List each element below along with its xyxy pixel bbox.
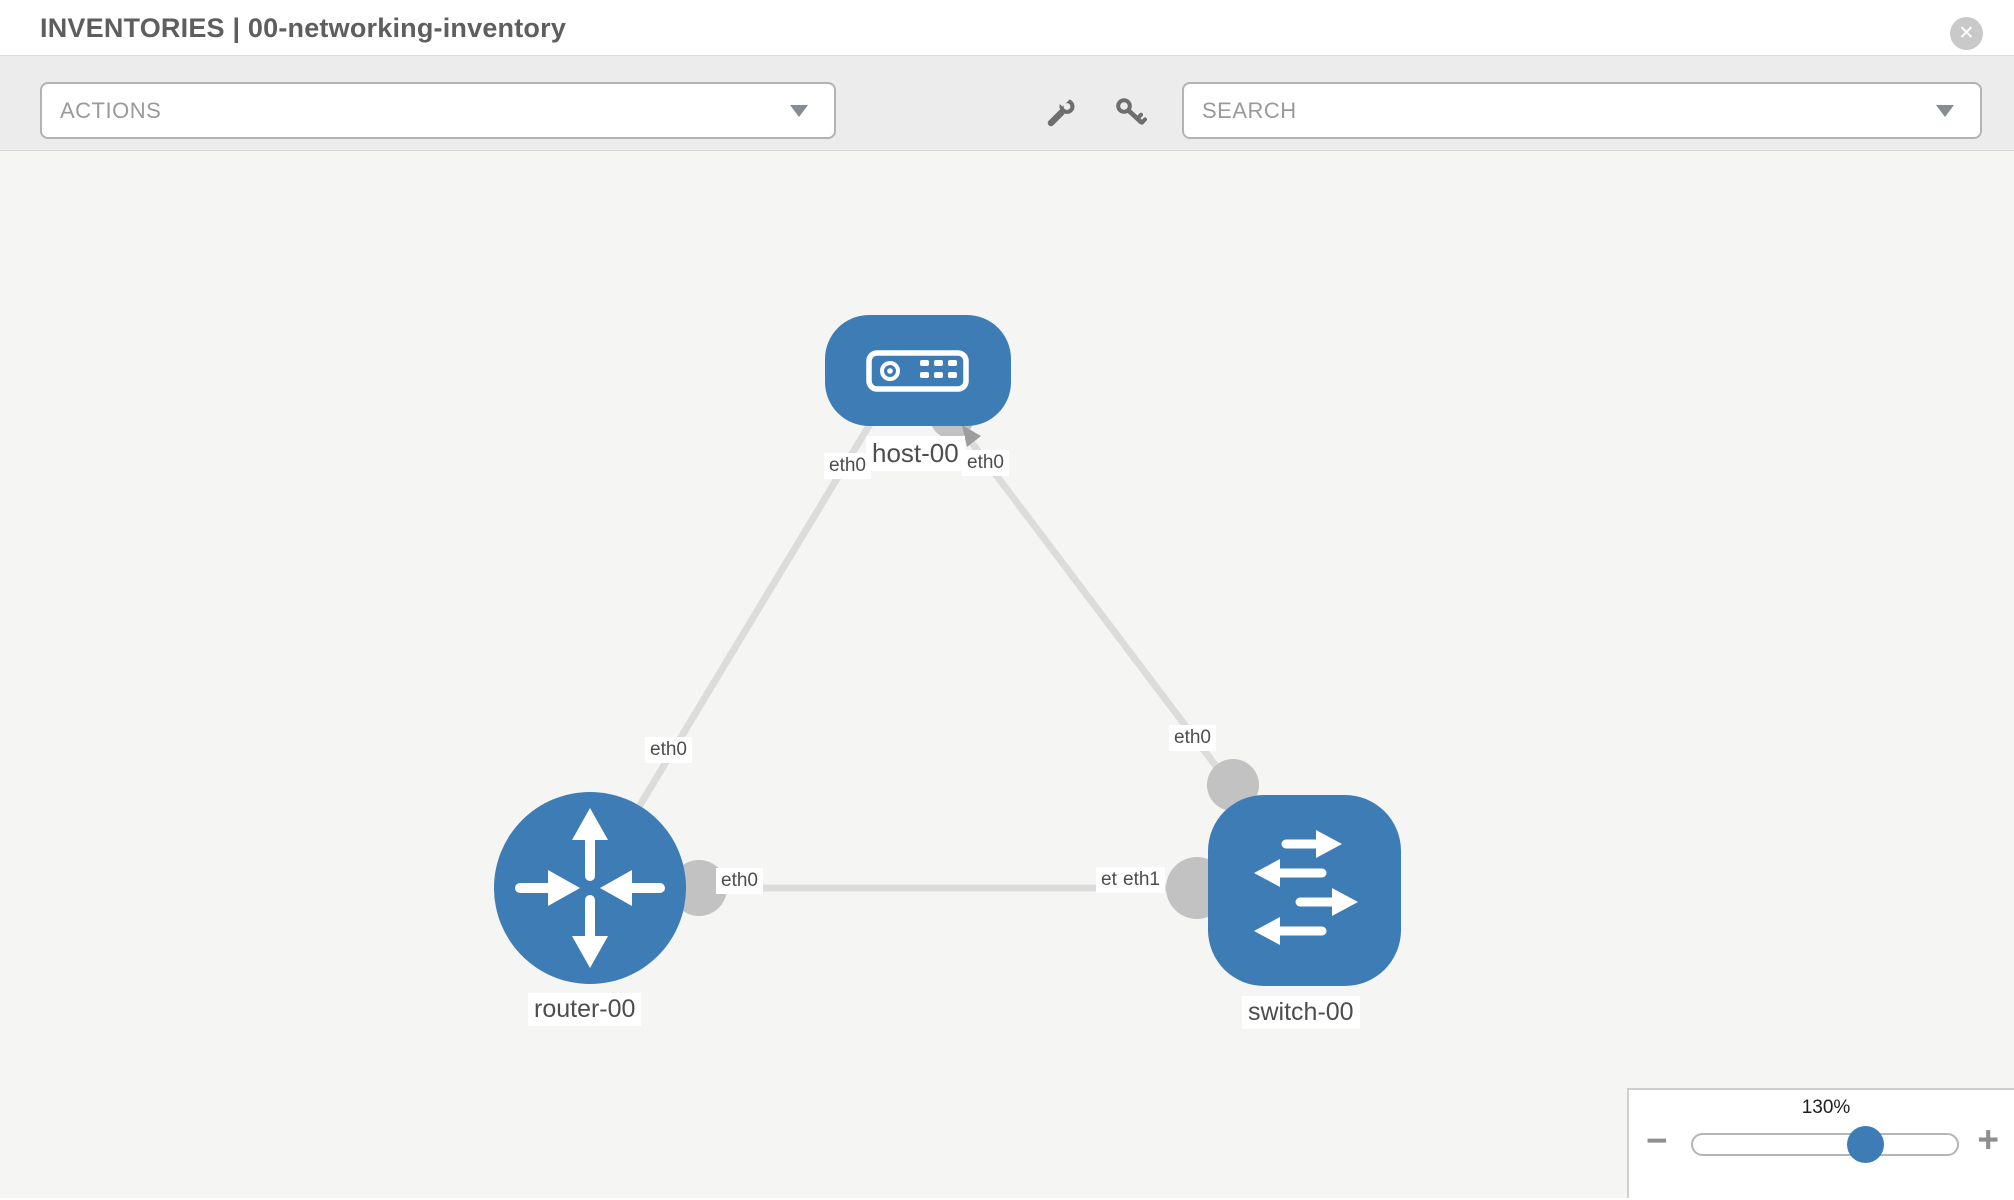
zoom-out-button[interactable]: − <box>1646 1120 1668 1161</box>
node-router-00[interactable] <box>494 792 686 984</box>
toolbar: ACTIONS SEARCH <box>0 56 2014 151</box>
chevron-down-icon <box>1936 105 1954 117</box>
server-icon <box>866 350 969 392</box>
zoom-in-button[interactable]: + <box>1977 1119 1999 1160</box>
link-direction-arrow <box>962 425 981 447</box>
page-title: INVENTORIES | 00-networking-inventory <box>40 13 567 43</box>
actions-dropdown-label: ACTIONS <box>60 98 162 123</box>
zoom-panel: 130% − + <box>1627 1088 2014 1198</box>
switch-icon <box>1254 830 1358 945</box>
node-label-host-00: host-00 <box>866 436 965 471</box>
port-router-eth0 <box>671 860 727 916</box>
topology-svg <box>494 315 1401 986</box>
node-label-router-00: router-00 <box>528 993 642 1026</box>
iface-label-router-eth0-top: eth0 <box>645 737 692 763</box>
node-label-switch-00: switch-00 <box>1242 996 1360 1029</box>
node-host-00[interactable] <box>825 315 1011 426</box>
search-dropdown-label: SEARCH <box>1202 98 1297 123</box>
wrench-icon[interactable] <box>1044 96 1078 130</box>
actions-dropdown[interactable]: ACTIONS <box>40 82 836 139</box>
close-icon: ✕ <box>1958 23 1975 44</box>
close-button[interactable]: ✕ <box>1950 17 1983 50</box>
iface-label-host-eth0-left: eth0 <box>824 453 871 479</box>
iface-label-switch-eth0-top: eth0 <box>1169 725 1216 751</box>
window-header: INVENTORIES | 00-networking-inventory ✕ <box>0 0 2014 56</box>
zoom-level: 130% <box>1801 1097 1851 1118</box>
zoom-slider-thumb[interactable] <box>1847 1126 1884 1163</box>
topology-canvas[interactable]: host-00 router-00 switch-00 eth0 eth0 et… <box>0 151 2014 1198</box>
router-icon <box>515 808 665 968</box>
iface-label-switch-eth1: eth1 <box>1118 867 1165 893</box>
node-switch-00[interactable] <box>1208 795 1401 986</box>
chevron-down-icon <box>790 105 808 117</box>
zoom-slider[interactable] <box>1691 1126 1959 1163</box>
iface-label-overlap-group: eth0 eth1 <box>1096 867 1174 895</box>
iface-label-host-eth0-right: eth0 <box>962 450 1009 476</box>
key-icon[interactable] <box>1114 96 1148 130</box>
iface-label-router-eth0-right: eth0 <box>716 868 763 894</box>
search-dropdown[interactable]: SEARCH <box>1182 82 1982 139</box>
